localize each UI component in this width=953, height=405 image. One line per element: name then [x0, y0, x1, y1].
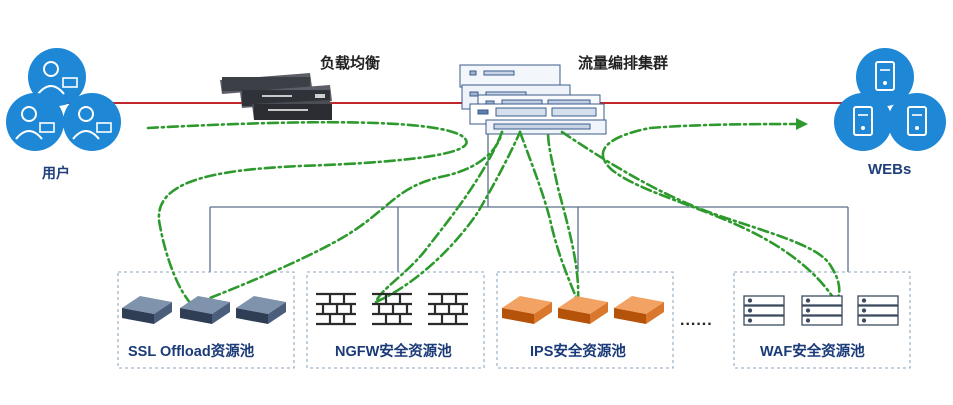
pool-box-ssl — [117, 271, 295, 369]
web-server-icon — [888, 93, 946, 151]
webs-label: WEBs — [868, 161, 912, 178]
pool-boxes — [117, 271, 911, 369]
ips-device-icons — [502, 296, 664, 324]
appliance-icon — [502, 296, 552, 324]
server-rack-icon — [857, 295, 899, 326]
user-icon — [63, 93, 121, 151]
pool-box-ips — [496, 271, 674, 369]
tree-connectors — [209, 128, 849, 272]
ngfw-device-icons — [316, 292, 468, 326]
user-group-icon — [6, 48, 121, 151]
appliance-icon — [558, 296, 608, 324]
user-icon — [6, 93, 64, 151]
server-rack-icon — [743, 295, 785, 326]
traffic-flow-path — [146, 120, 841, 307]
appliance-icon — [122, 296, 172, 324]
cluster-icon — [459, 64, 607, 135]
web-server-icon — [834, 93, 892, 151]
user-label: 用户 — [42, 165, 70, 181]
pool-box-waf — [733, 271, 911, 369]
appliance-icon — [180, 296, 230, 324]
pool-label-ngfw: NGFW安全资源池 — [335, 344, 452, 360]
server-rack-icon — [801, 295, 843, 326]
pool-label-ips: IPS安全资源池 — [530, 344, 626, 360]
ellipsis-label: ...... — [680, 312, 713, 329]
flow-arrow-head — [796, 118, 808, 130]
firewall-icon — [372, 292, 412, 326]
load-balancer-label: 负载均衡 — [320, 55, 381, 72]
cluster-label: 流量编排集群 — [578, 55, 669, 72]
firewall-icon — [428, 292, 468, 326]
waf-device-icons — [743, 295, 899, 326]
pool-label-ssl: SSL Offload资源池 — [128, 344, 255, 360]
user-icon — [28, 48, 86, 106]
web-server-group-icon — [834, 48, 946, 151]
pool-label-waf: WAF安全资源池 — [760, 344, 865, 360]
appliance-icon — [614, 296, 664, 324]
firewall-icon — [316, 292, 356, 326]
ssl-device-icons — [122, 296, 286, 324]
load-balancer-icon — [220, 73, 332, 120]
pool-box-ngfw — [306, 271, 485, 369]
appliance-icon — [236, 296, 286, 324]
web-server-icon — [856, 48, 914, 106]
